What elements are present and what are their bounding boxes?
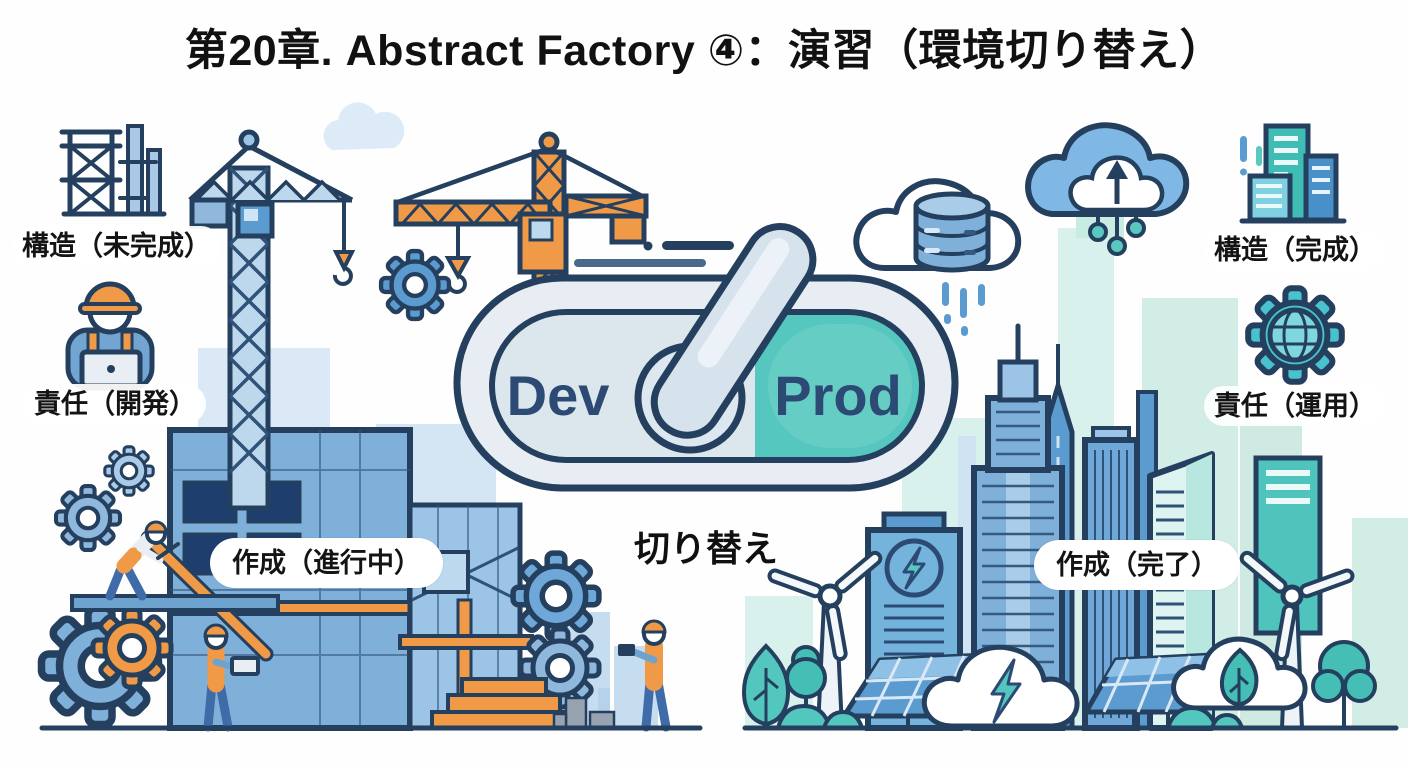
cloud-database-icon: [853, 178, 1022, 336]
worker-laptop-standing-icon: [203, 623, 260, 732]
worker-phone-icon: [618, 619, 671, 732]
cloud-leaf-icon: [1171, 636, 1308, 711]
cloud-upload-icon: [1025, 122, 1190, 256]
scaffold-icon: [59, 124, 167, 217]
worker-laptop-icon: [65, 281, 155, 391]
platform-beam: [70, 530, 280, 662]
rain-dashes: [942, 282, 985, 336]
bushes: [775, 703, 1245, 730]
cloud-lightning-icon: [921, 644, 1080, 729]
speed-lines: [574, 241, 734, 267]
dev-creation-badge: 作成（進行中）: [210, 538, 443, 589]
toggle-lever-handle[interactable]: [642, 214, 826, 448]
gear-globe-icon: [1248, 288, 1342, 382]
city-buildings-icon: [1239, 123, 1347, 224]
worker-hammer-icon: [105, 520, 180, 601]
prod-creation-badge: 作成（完了）: [1034, 540, 1240, 591]
tree-icon-2: [1311, 640, 1377, 728]
toggle-prod-label: Prod: [774, 364, 902, 427]
toggle-dev-label: Dev: [507, 364, 610, 427]
toggle-caption: 切り替え: [634, 528, 779, 569]
page-title: 第20章. Abstract Factory ④：演習（環境切り替え）: [184, 27, 1224, 75]
tower-crane-orange-icon: [393, 131, 649, 294]
environment-toggle-switch[interactable]: Dev Prod: [453, 214, 959, 492]
steel-beams-icon: [430, 677, 616, 730]
tree-icon: [741, 643, 827, 728]
dev-responsibility-label: 責任（開発）: [24, 384, 206, 425]
prod-responsibility-label: 責任（運用）: [1204, 386, 1386, 427]
stream-dashes: [1240, 136, 1262, 176]
prod-structure-label: 構造（完成）: [1204, 230, 1386, 271]
dev-structure-label: 構造（未完成）: [12, 226, 221, 267]
tower-crane-blue-icon: [188, 129, 356, 511]
